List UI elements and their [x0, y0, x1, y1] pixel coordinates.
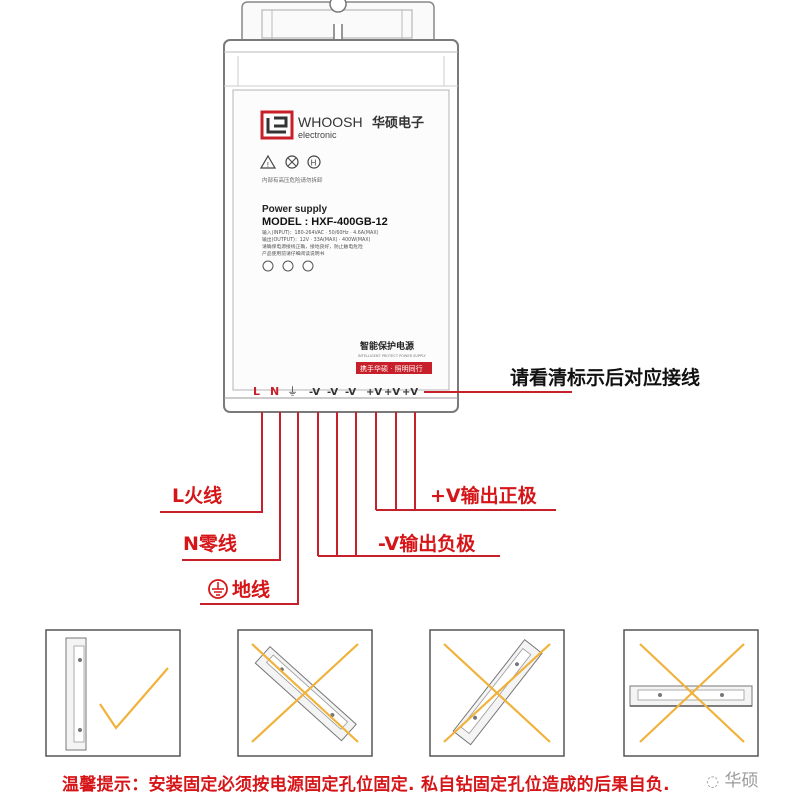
- check-icon: [99, 667, 169, 730]
- wire-live: [160, 412, 263, 513]
- corner-brand-text: 华硕: [724, 771, 759, 791]
- cross-icon-b: [443, 643, 551, 743]
- small-warning: 内部有高压危险请勿拆卸: [262, 176, 323, 184]
- badge-red-bg: [356, 362, 432, 374]
- wires: [160, 391, 572, 605]
- badge-sub: INTELLIGENT PROTECT POWER SUPPLY: [358, 354, 427, 358]
- brand-sub: electronic: [298, 130, 337, 140]
- terminal-neg-2: -V: [327, 387, 338, 398]
- cross-icon-b: [251, 643, 359, 743]
- ground-label-icon: [208, 579, 228, 599]
- terminal-ground: ⏚: [287, 385, 298, 398]
- rohs-icon: [302, 260, 314, 272]
- install-panel-2: [237, 629, 373, 757]
- terminal-pos-2: +V: [384, 387, 400, 398]
- wechat-icon: ◌: [706, 772, 720, 790]
- terminal-neg-3: -V: [345, 387, 356, 398]
- wire-ground: [200, 412, 299, 605]
- warning-triangle-icon: !: [259, 154, 277, 169]
- hv-icon: H: [307, 155, 321, 169]
- warning-tip: 温馨提示：安装固定必须按电源固定孔位固定. 私自钻固定孔位造成的后果自负.: [62, 775, 670, 795]
- product-type: Power supply: [262, 204, 327, 215]
- spec-line-4: 产品使用前请仔细阅读说明书: [262, 250, 325, 257]
- corner-brand: ◌ 华硕: [706, 766, 759, 791]
- brand-name: WHOOSH: [298, 114, 363, 130]
- label-positive: +V输出正极: [430, 484, 538, 507]
- install-panel-3: [429, 629, 565, 757]
- terminal-n: N: [270, 385, 279, 398]
- svg-text:H: H: [311, 159, 317, 168]
- spec-line-2: 输出(OUTPUT)：12V · 33A(MAX) · 400W(MAX): [262, 236, 371, 243]
- install-panel-1: [45, 629, 181, 757]
- terminal-pos-1: +V: [366, 387, 382, 398]
- power-supply-unit: WHOOSH electronic 华硕电子 ! H 内部有高压危险请勿拆卸 P…: [223, 0, 459, 413]
- label-neutral: N零线: [183, 532, 237, 555]
- brand-cn: 华硕电子: [372, 115, 424, 131]
- instruction-label: 请看清标示后对应接线: [510, 366, 700, 389]
- spec-line-1: 输入(INPUT)：180-264VAC · 50/60Hz · 4.6A(MA…: [262, 229, 379, 236]
- ce-icon: [282, 260, 294, 272]
- cross-icon-b: [639, 643, 745, 743]
- no-disassemble-icon: [285, 155, 299, 169]
- label-ground: 地线: [232, 578, 270, 601]
- wire-neutral: [182, 412, 281, 561]
- cert-icons: [262, 260, 314, 272]
- case-inner: [232, 89, 450, 391]
- terminal-pos-3: +V: [402, 387, 418, 398]
- brand-logo: [260, 110, 294, 140]
- model: MODEL : HXF-400GB-12: [262, 216, 388, 228]
- install-panel-4: [623, 629, 759, 757]
- terminal-neg-1: -V: [309, 387, 320, 398]
- svg-text:!: !: [267, 161, 270, 169]
- terminal-l: L: [253, 385, 260, 398]
- label-live: L火线: [172, 484, 222, 507]
- badge-red: 携手华硕 · 照明同行: [360, 364, 423, 373]
- ccc-icon: [262, 260, 274, 272]
- badge-black: 智能保护电源: [360, 340, 414, 352]
- terminal-strip: L N ⏚ -V -V -V +V +V +V: [253, 385, 418, 398]
- label-negative: -V输出负极: [378, 532, 476, 555]
- spec-line-3: 请确保电源接线正确，接地良好，防止触电危险: [262, 243, 363, 250]
